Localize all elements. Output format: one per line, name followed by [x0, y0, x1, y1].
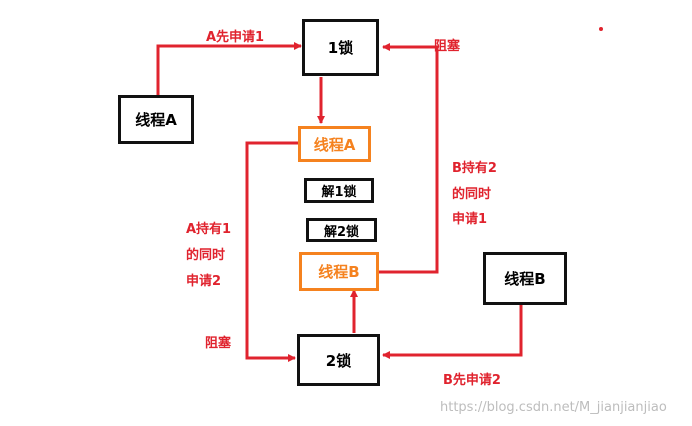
stray-dot	[599, 27, 603, 31]
lock2-label: 2锁	[325, 351, 352, 370]
label-a-hold-1: A持有1	[186, 222, 232, 237]
unlock1-label: 解1锁	[321, 185, 357, 200]
arrow-threadB-to-lock2	[382, 304, 523, 359]
lock2-node: 2锁	[297, 334, 380, 386]
inner-threadA-node: 线程A	[298, 126, 371, 162]
threadA-node: 线程A	[118, 95, 194, 144]
unlock2-node: 解2锁	[306, 218, 377, 242]
label-a-hold-2: 的同时	[186, 248, 226, 263]
inner-threadA-label: 线程A	[313, 135, 356, 154]
lock1-node: 1锁	[302, 19, 379, 76]
arrow-threadA-to-lock1	[156, 42, 302, 95]
label-b-hold-3: 申请1	[452, 212, 488, 227]
unlock1-node: 解1锁	[304, 178, 374, 203]
inner-threadB-node: 线程B	[299, 252, 379, 291]
label-b-hold-2: 的同时	[452, 187, 492, 202]
threadB-node: 线程B	[483, 252, 567, 305]
label-a-hold-3: 申请2	[186, 274, 222, 289]
label-a-request1: A先申请1	[206, 30, 265, 45]
inner-threadB-label: 线程B	[318, 263, 360, 281]
label-block-bottom: 阻塞	[205, 336, 232, 351]
unlock2-label: 解2锁	[323, 224, 360, 240]
threadA-label: 线程A	[135, 111, 177, 129]
lock1-label: 1锁	[327, 39, 354, 57]
watermark: https://blog.csdn.net/M_jianjianjiao	[440, 400, 667, 415]
label-block-top: 阻塞	[434, 39, 461, 54]
label-b-hold-1: B持有2	[452, 161, 497, 176]
arrow-inner-threadA-to-lock2	[245, 141, 298, 362]
label-b-request2: B先申请2	[443, 373, 501, 388]
arrow-inner-threadB-to-lock1	[379, 43, 439, 274]
threadB-label: 线程B	[504, 270, 546, 288]
